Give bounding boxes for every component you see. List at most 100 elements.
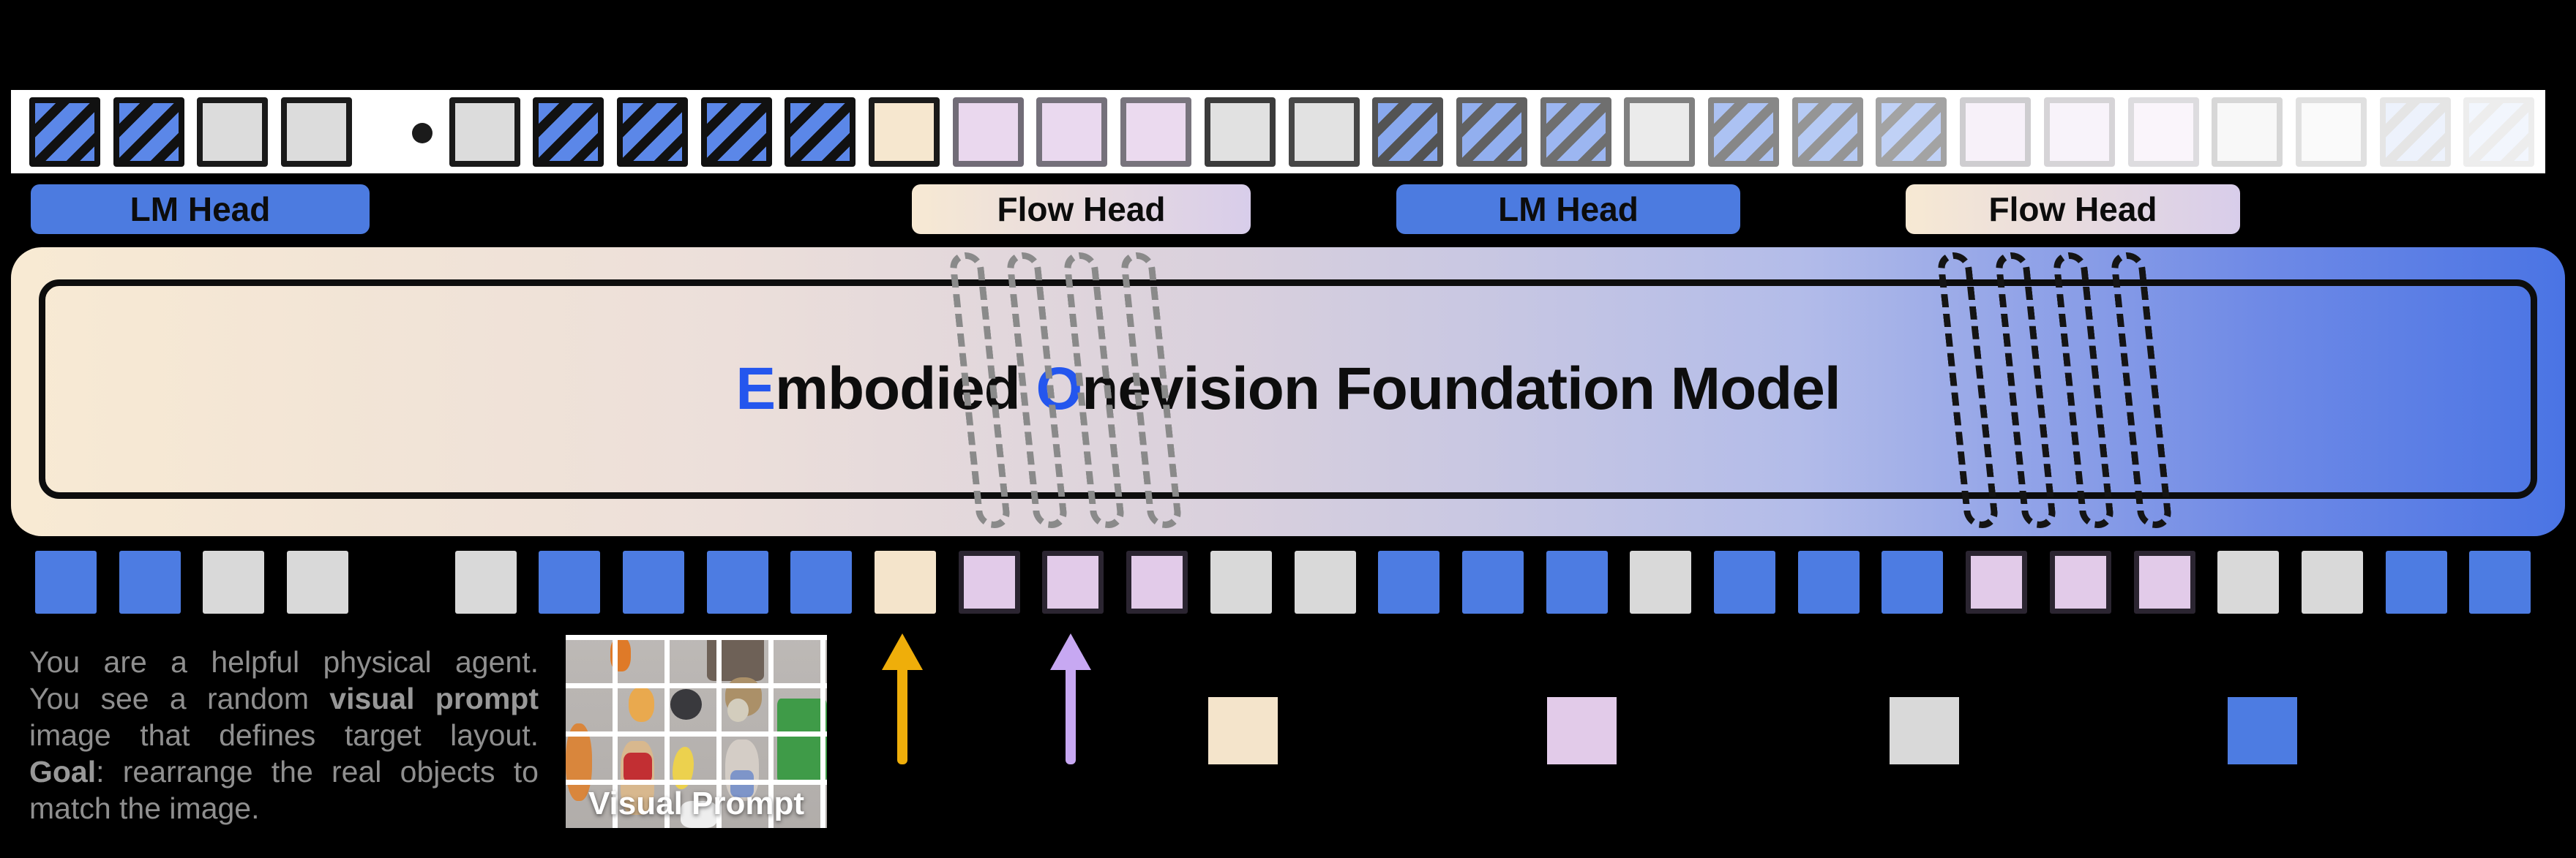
lm-head-badge-2: LM Head <box>1396 184 1740 234</box>
input-token-blue <box>706 551 768 614</box>
generated-image-token-swatch <box>1547 697 1617 764</box>
predicted-token-purple <box>952 97 1024 167</box>
state-token-swatch <box>1890 697 1959 764</box>
input-token-blue <box>2385 551 2447 614</box>
predicted-token-lm_hatch <box>113 97 184 167</box>
predicted-token-lm_hatch <box>2379 97 2451 167</box>
visual-prompt-token-swatch <box>1208 697 1278 764</box>
input-token-purple_b <box>2049 551 2111 614</box>
predicted-token-gray <box>1204 97 1276 167</box>
input-token-gray_p <box>1210 551 1272 614</box>
predicted-token-lm_hatch <box>616 97 688 167</box>
generated-image-arrow-shaft <box>1066 661 1076 764</box>
foundation-model-inner-frame: Embodied Onevision Foundation Model <box>39 279 2537 499</box>
input-token-gray_p <box>2301 551 2363 614</box>
input-token-gray_p <box>287 551 349 614</box>
input-token-blue <box>1461 551 1524 614</box>
input-token-purple_b <box>1042 551 1104 614</box>
input-token-gray_p <box>1630 551 1692 614</box>
predicted-token-purple <box>2043 97 2115 167</box>
visual-prompt-image: Visual Prompt <box>566 635 827 828</box>
text-token-swatch <box>2228 697 2297 764</box>
input-token-blue <box>119 551 181 614</box>
input-token-purple_b <box>2133 551 2195 614</box>
input-token-purple_b <box>1126 551 1188 614</box>
predicted-token-beige <box>869 97 940 167</box>
input-token-gray_p <box>2217 551 2280 614</box>
predicted-token-lm_hatch <box>1540 97 1611 167</box>
input-token-blue <box>1882 551 1944 614</box>
predicted-token-gray <box>197 97 269 167</box>
predicted-token-gray <box>1624 97 1696 167</box>
title-text: nevision Foundation Model <box>1082 355 1841 422</box>
predicted-token-gray <box>2295 97 2367 167</box>
lm-head-label: LM Head <box>130 190 271 228</box>
input-token-beige_p <box>875 551 936 614</box>
prompt-line: You are a helpful physical agent. <box>29 644 539 680</box>
lm-head-badge-1: LM Head <box>31 184 370 234</box>
input-token-blue <box>539 551 601 614</box>
input-token-blue <box>1378 551 1440 614</box>
predicted-token-lm_hatch <box>2463 97 2535 167</box>
prompt-text: You see a random <box>29 682 330 715</box>
flow-head-label: Flow Head <box>1988 190 2157 228</box>
predicted-token-lm_hatch <box>1456 97 1527 167</box>
prompt-line: You see a random visual prompt <box>29 680 539 717</box>
predicted-token-lm_hatch <box>785 97 856 167</box>
input-token-blue <box>790 551 853 614</box>
predicted-token-purple <box>1120 97 1192 167</box>
prompt-text: match the image. <box>29 791 260 825</box>
predicted-token-lm_hatch <box>700 97 772 167</box>
prompt-line: match the image. <box>29 790 539 827</box>
input-token-purple_b <box>1966 551 2028 614</box>
prompt-line: image that defines target layout. <box>29 717 539 753</box>
input-token-gray_p <box>203 551 265 614</box>
prompt-text: : rearrange the real objects to <box>96 755 539 789</box>
predicted-token-lm_hatch <box>1876 97 1947 167</box>
predicted-token-lm_hatch <box>1372 97 1444 167</box>
visual-prompt-arrow-head-icon <box>882 633 923 670</box>
visual-prompt-arrow-shaft <box>897 661 907 764</box>
lm-head-label: LM Head <box>1498 190 1639 228</box>
prompt-bold-text: Goal <box>29 755 97 789</box>
input-token-purple_b <box>958 551 1020 614</box>
generated-image-arrow-head-icon <box>1050 633 1091 670</box>
title-accent-letter: E <box>735 355 776 422</box>
prompt-bold-text: visual prompt <box>329 682 539 715</box>
prompt-text: image that defines target layout. <box>29 718 539 752</box>
input-token-blue <box>2469 551 2531 614</box>
input-token-blue <box>1546 551 1608 614</box>
flow-head-badge-1: Flow Head <box>912 184 1251 234</box>
predicted-token-purple <box>2127 97 2199 167</box>
input-token-gray_p <box>454 551 517 614</box>
predicted-token-lm_hatch <box>533 97 604 167</box>
predicted-token-gray <box>281 97 353 167</box>
predicted-token-lm_hatch <box>1708 97 1779 167</box>
title-text: mbodied <box>775 355 1036 422</box>
input-token-blue <box>1714 551 1775 614</box>
title-accent-letter: O <box>1036 355 1082 422</box>
predicted-token-lm_hatch <box>29 97 100 167</box>
flow-head-label: Flow Head <box>997 190 1166 228</box>
predicted-token-gray <box>449 97 520 167</box>
predicted-token-lm_hatch <box>1791 97 1863 167</box>
predicted-token-gray <box>2212 97 2283 167</box>
input-token-blue <box>1797 551 1860 614</box>
predicted-token-purple <box>1036 97 1108 167</box>
input-token-gray_p <box>1294 551 1356 614</box>
system-prompt-text: You are a helpful physical agent.You see… <box>29 644 539 827</box>
model-title: Embodied Onevision Foundation Model <box>735 355 1841 424</box>
prompt-line: Goal: rearrange the real objects to <box>29 753 539 790</box>
prompt-text: You are a helpful physical agent. <box>29 645 539 679</box>
foundation-model-box: Embodied Onevision Foundation Model <box>11 247 2565 536</box>
grid-overlay <box>566 635 827 828</box>
predicted-token-purple <box>1960 97 2032 167</box>
flow-head-badge-2: Flow Head <box>1906 184 2240 234</box>
predicted-token-strip <box>11 90 2545 173</box>
input-token-blue <box>35 551 97 614</box>
